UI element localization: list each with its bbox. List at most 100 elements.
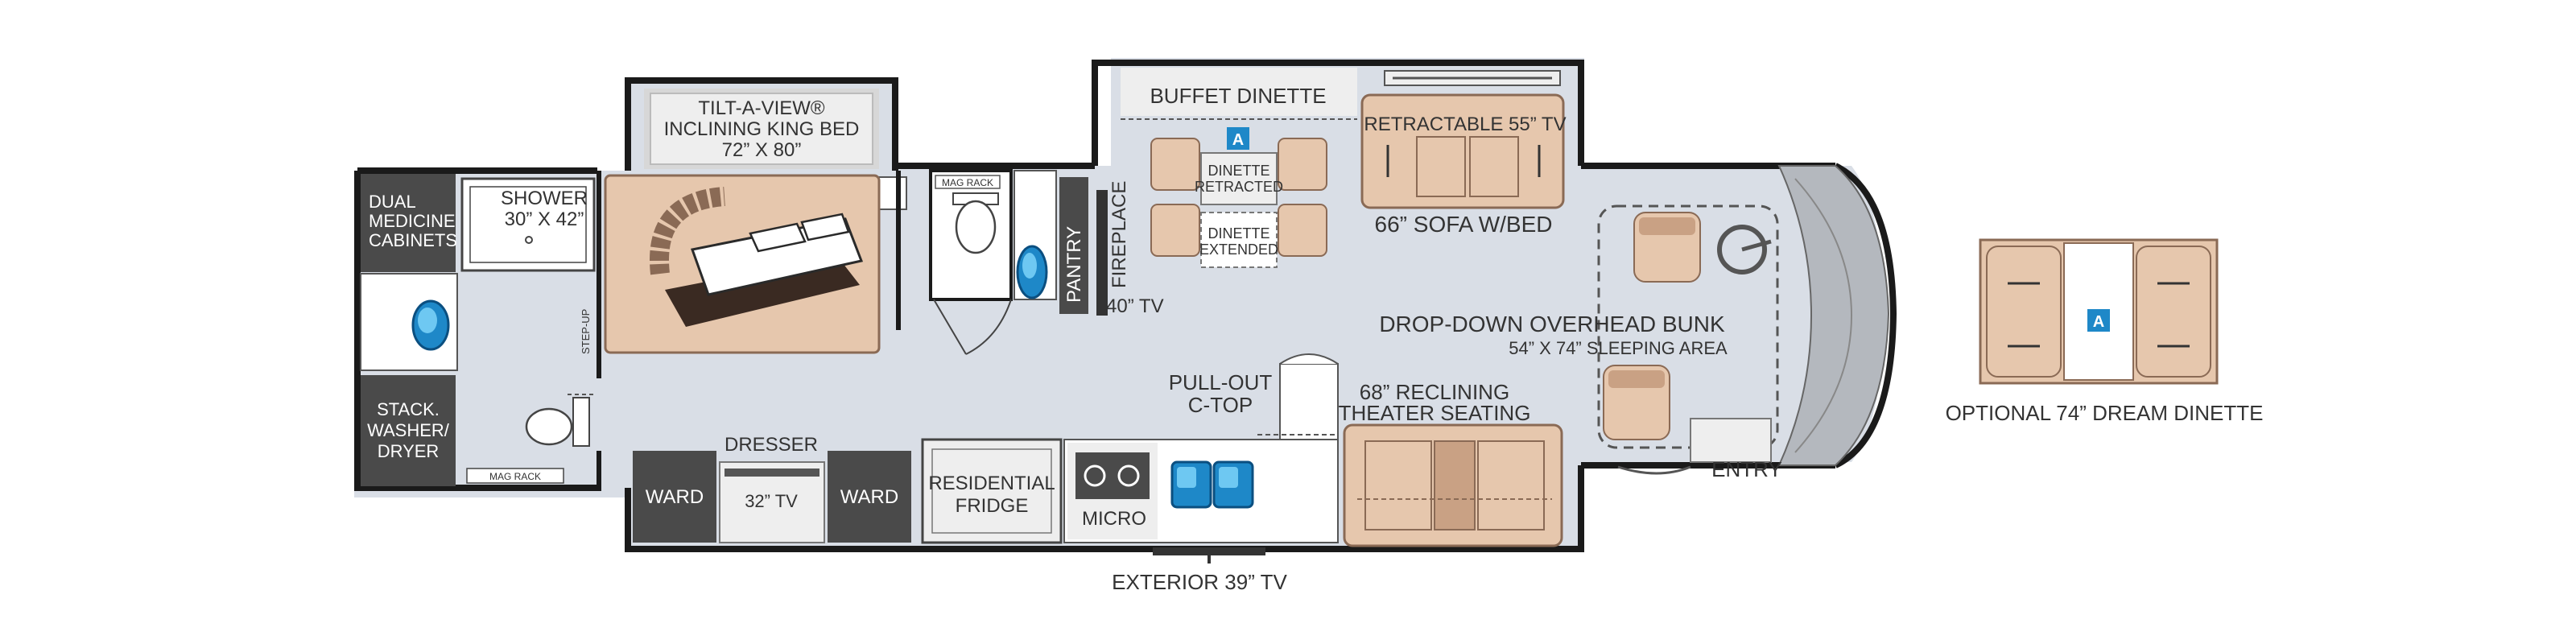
kitchen-slide-wall [625,465,1584,552]
dash-console [1777,165,1890,466]
dresser-tv [724,469,819,477]
front-cap [1834,163,1897,469]
dinette-table-extended [1200,212,1278,268]
optional-badge-text: A [2093,313,2104,331]
half-bath-mag-rack-label: MAG RACK [942,177,993,188]
passenger-seat [1603,365,1670,440]
buffet-dinette-header [1121,68,1357,116]
optional-badge [2087,309,2110,332]
washer-label-1: STACK. [377,399,440,419]
wardrobe-dresser: WARD DRESSER 32” TV WARD [633,434,911,543]
medicine-cabinet-label-1: DUAL [369,192,416,212]
ward-left-label: WARD [646,486,704,508]
vanity-sink-glow [418,308,437,333]
buffet-dinette-label: BUFFET DINETTE [1150,84,1326,108]
exterior-tv [1153,547,1265,555]
bunk-label-1: DROP-DOWN OVERHEAD BUNK [1379,312,1725,336]
cockpit: DROP-DOWN OVERHEAD BUNK 54” X 74” SLEEPI… [1379,165,1890,481]
kitchen-sink-right-glow [1219,467,1238,488]
bed-label-2: INCLINING KING BED [664,118,860,140]
dresser-label: DRESSER [724,434,818,456]
ctop-label-2: C-TOP [1188,393,1253,417]
dinette-retracted-label-2: RETRACTED [1195,179,1283,195]
bed-label-panel [650,93,873,165]
bath-mag-rack-label: MAG RACK [489,471,541,482]
optional-bench-left [1986,246,2062,378]
shower-pan [469,186,587,263]
dinette-badge [1227,127,1249,150]
dinette-chair-3 [1150,204,1200,257]
ctop-curve [1279,353,1339,365]
bath-mag-rack [466,468,564,484]
bed-pillow-left [749,222,807,253]
ward-right-label: WARD [840,486,898,508]
half-bath-sink-glow [1022,253,1037,279]
half-bath-mag-rack [935,175,1001,189]
dinette-table-retracted [1200,152,1278,205]
dresser-tv-label: 32” TV [745,491,798,511]
kitchen: RESIDENTIAL FRIDGE MICRO PULL-OUT C-TOP … [921,353,1339,594]
shower-size: 30” X 42” [505,208,584,230]
entry-label: ENTRY [1711,457,1782,481]
ward-left [633,451,716,543]
step-up-label: STEP-UP [580,309,592,354]
dinette-chair-1 [1150,138,1200,191]
washer-label-3: DRYER [378,441,440,461]
bunk-outline [1597,204,1779,449]
washer-label-2: WASHER/ [367,420,450,440]
fridge-label-2: FRIDGE [956,495,1029,517]
optional-dinette-label: OPTIONAL 74” DREAM DINETTE [1946,401,2264,425]
medicine-cabinet-label-2: MEDICINE [369,211,456,231]
medicine-cabinet-block [361,174,456,272]
half-bath: MAG RACK PANTRY [929,169,1088,355]
steering-column [1741,239,1772,252]
ctop-label-1: PULL-OUT [1169,370,1273,394]
fireplace-tv-label: 40” TV [1106,295,1164,317]
fireplace-group: FIREPLACE 40” TV [1096,181,1164,317]
pantry-label: PANTRY [1063,226,1085,303]
passenger-seat-back [1608,370,1665,388]
bed-frame [665,256,860,327]
theater-seat-right [1477,440,1545,530]
sofa-area: RETRACTABLE 55” TV 66” SOFA W/BED [1360,70,1567,237]
shower-drain [525,236,533,244]
buffet-dinette: BUFFET DINETTE A DINETTE RETRACTED DINET… [1121,68,1357,268]
ctop-extension [1279,363,1339,440]
driver-seat-back [1639,217,1695,235]
theater-label-2: THEATER SEATING [1339,401,1531,425]
dinette-chair-2 [1278,138,1327,191]
dinette-badge-text: A [1232,131,1244,149]
kitchen-sink-left-glow [1177,467,1196,488]
sofa-cushion-left [1416,136,1466,197]
theater-seating: 68” RECLINING THEATER SEATING [1339,380,1563,547]
sofa-label: 66” SOFA W/BED [1375,212,1553,237]
pantry [1059,177,1088,314]
burner-right [1117,464,1140,487]
bedroom: TILT-A-VIEW® INCLINING KING BED 72” X 80… [604,89,907,354]
washer-dryer-block [361,375,456,486]
bed-pillow-right [800,213,850,242]
steering-wheel [1717,225,1767,275]
bath-wall [354,171,597,491]
theater-seat-left [1364,440,1432,530]
bed-headboard-arc [650,187,726,275]
bunk-label-2: 54” X 74” SLEEPING AREA [1509,338,1728,358]
ward-right [828,451,911,543]
medicine-cabinet-label-3: CABINETS [369,230,457,250]
dinette-chair-4 [1278,204,1327,257]
shower [460,177,596,272]
dinette-retracted-label-1: DINETTE [1208,163,1269,179]
optional-dinette: A OPTIONAL 74” DREAM DINETTE [1946,238,2264,425]
bed-label-1: TILT-A-VIEW® [698,97,825,119]
entry-step [1690,418,1772,463]
bed-label-3: 72” X 80” [722,139,802,161]
fireplace-tv [1096,190,1108,316]
bedroom-slide-wall [625,77,898,171]
rear-bath: DUAL MEDICINE CABINETS SHOWER 30” X 42” … [360,171,602,491]
windshield-inner [1794,178,1853,453]
half-bath-toilet [955,200,997,254]
half-bath-door-swing [933,299,1012,355]
driver-seat [1633,212,1701,283]
toilet-tank [572,397,590,447]
